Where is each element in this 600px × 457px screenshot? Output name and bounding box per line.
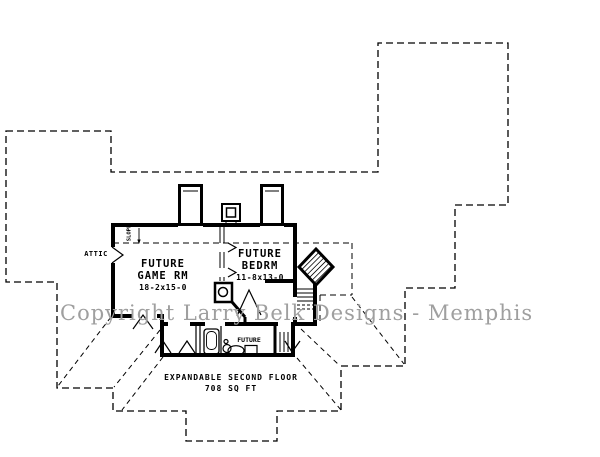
slope-arrow <box>137 228 141 244</box>
flue-box <box>221 203 241 224</box>
slope-label: SLOPE <box>126 224 133 242</box>
floor-note-area: 708 SQ FT <box>204 384 258 393</box>
bath-label: FUTURE <box>237 336 261 344</box>
door-swings <box>132 288 301 354</box>
roof-outline <box>5 42 509 442</box>
bedroom-dims: 11-8x13-0 <box>236 273 284 282</box>
game-room-dims: 18-2x15-0 <box>139 283 187 292</box>
game-room-name-1: FUTURE <box>141 258 185 270</box>
door-closet <box>284 340 301 354</box>
roof-slope-lines <box>113 242 353 322</box>
chimney-left <box>178 184 203 226</box>
roof-valley-lines <box>57 296 405 411</box>
stair-cut-lines <box>297 304 313 310</box>
interior-stud-wall <box>219 227 225 281</box>
bedroom-name-1: FUTURE <box>238 248 282 260</box>
stair-treads <box>297 288 313 302</box>
exterior-walls <box>111 223 317 357</box>
door-game-room <box>132 313 154 330</box>
door-bath-2 <box>178 339 196 354</box>
attic-access <box>111 242 238 278</box>
bedroom-label: FUTURE BEDRM 11-8x13-0 <box>236 248 284 284</box>
watermark: Copyright Larry Belk Designs - Memphis <box>60 301 534 325</box>
chimney-right <box>260 184 284 226</box>
stair-winder <box>296 246 336 288</box>
door-bath-1 <box>154 339 172 354</box>
sink <box>222 338 232 354</box>
toilet <box>227 344 258 357</box>
stairs <box>296 246 336 310</box>
bath-partitions <box>195 326 222 353</box>
floor-note-title: EXPANDABLE SECOND FLOOR <box>164 373 298 382</box>
water-heater-closet <box>213 281 247 324</box>
closet-shelves <box>279 332 289 352</box>
door-bedroom <box>236 288 262 317</box>
bathtub <box>203 328 220 355</box>
game-room-name-2: GAME RM <box>137 270 189 282</box>
bedroom-name-2: BEDRM <box>241 260 279 272</box>
attic-label: ATTIC <box>84 250 108 258</box>
game-room-label: FUTURE GAME RM 18-2x15-0 <box>137 258 188 294</box>
stair-winder-hatch <box>301 251 333 284</box>
floor-note: EXPANDABLE SECOND FLOOR 708 SQ FT <box>164 372 298 394</box>
